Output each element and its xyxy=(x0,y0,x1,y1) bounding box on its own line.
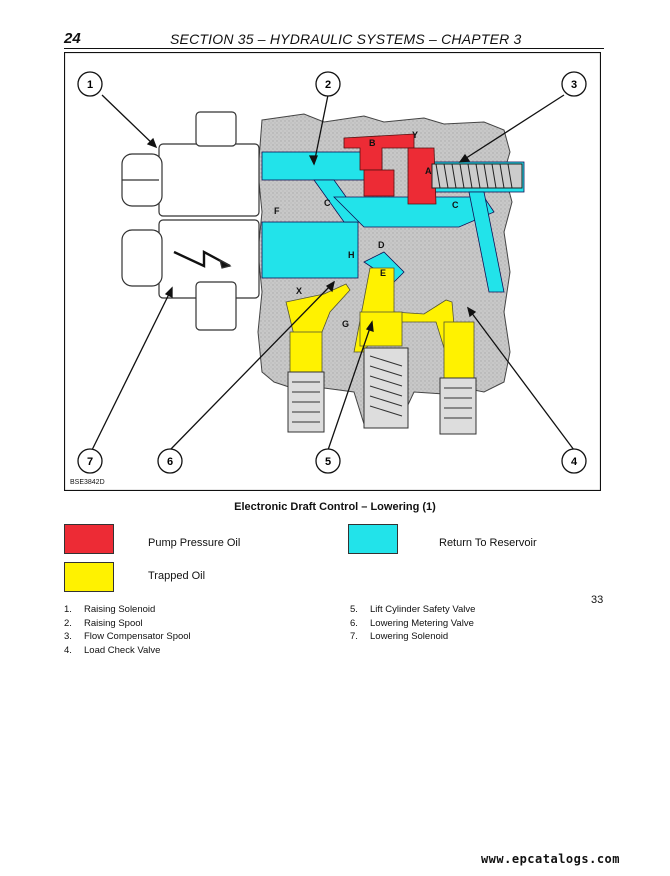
legend-label-return: Return To Reservoir xyxy=(439,537,537,549)
list-item: 7.Lowering Solenoid xyxy=(350,631,449,643)
callouts: 1 2 3 4 5 6 7 xyxy=(77,71,587,474)
trapped-oil-passages xyxy=(285,267,475,379)
list-item: 2.Raising Spool xyxy=(64,617,143,629)
figure-caption: Electronic Draft Control – Lowering (1) xyxy=(234,501,436,513)
port-letter: C xyxy=(452,200,459,210)
figure-number: 33 xyxy=(591,594,604,606)
port-letter: C xyxy=(324,198,331,208)
svg-text:6: 6 xyxy=(167,456,173,468)
port-letter: G xyxy=(342,319,349,329)
legend-swatch-trapped xyxy=(64,562,114,592)
callout-5: 5 xyxy=(315,448,341,474)
legend-label-pump-pressure: Pump Pressure Oil xyxy=(148,537,241,549)
lowering-solenoid xyxy=(121,219,260,331)
header-rule xyxy=(64,48,604,49)
svg-text:1: 1 xyxy=(87,79,93,91)
pump-pressure-passages xyxy=(343,133,437,205)
parts-list-right: 5.Lift Cylinder Safety Valve 6.Lowering … xyxy=(350,603,475,644)
callout-1: 1 xyxy=(77,71,103,97)
legend-swatch-pump-pressure xyxy=(64,524,114,554)
svg-text:2: 2 xyxy=(325,79,331,91)
port-letter: H xyxy=(348,250,355,260)
callout-4: 4 xyxy=(561,448,587,474)
port-fittings xyxy=(287,347,477,435)
legend-label-trapped: Trapped Oil xyxy=(148,570,206,582)
port-letter: F xyxy=(274,206,280,216)
svg-text:7: 7 xyxy=(87,456,93,468)
watermark[interactable]: www.epcatalogs.com xyxy=(480,852,620,866)
callout-6: 6 xyxy=(157,448,183,474)
svg-text:3: 3 xyxy=(571,79,577,91)
list-item: 4.Load Check Valve xyxy=(64,644,161,656)
image-code: BSE3842D xyxy=(70,479,105,486)
port-letter: E xyxy=(380,268,386,278)
leader-lines xyxy=(91,94,575,451)
legend-swatch-return xyxy=(348,524,398,554)
svg-text:5: 5 xyxy=(325,456,331,468)
port-letter: Y xyxy=(412,130,418,140)
list-item: 3.Flow Compensator Spool xyxy=(64,631,191,643)
port-letters: A B C C D E F G H X Y xyxy=(274,130,459,329)
page-number: 24 xyxy=(64,30,81,47)
list-item: 6.Lowering Metering Valve xyxy=(350,617,474,629)
list-item: 5.Lift Cylinder Safety Valve xyxy=(350,604,476,615)
flow-compensator-spring xyxy=(431,163,523,189)
svg-text:4: 4 xyxy=(571,456,578,468)
callout-3: 3 xyxy=(561,71,587,97)
port-letter: A xyxy=(425,166,432,176)
raising-solenoid xyxy=(121,111,260,217)
list-item: 1.Raising Solenoid xyxy=(64,604,156,615)
section-title: SECTION 35 – HYDRAULIC SYSTEMS – CHAPTER… xyxy=(170,31,522,47)
port-letter: D xyxy=(378,240,385,250)
callout-2: 2 xyxy=(315,71,341,97)
port-letter: B xyxy=(369,138,376,148)
parts-list-left: 1.Raising Solenoid 2.Raising Spool 3.Flo… xyxy=(64,603,191,657)
port-letter: X xyxy=(296,286,302,296)
hydraulic-diagram: A B C C D E F G H X Y 1 2 3 4 5 6 7 BSE3… xyxy=(64,52,601,491)
callout-7: 7 xyxy=(77,448,103,474)
